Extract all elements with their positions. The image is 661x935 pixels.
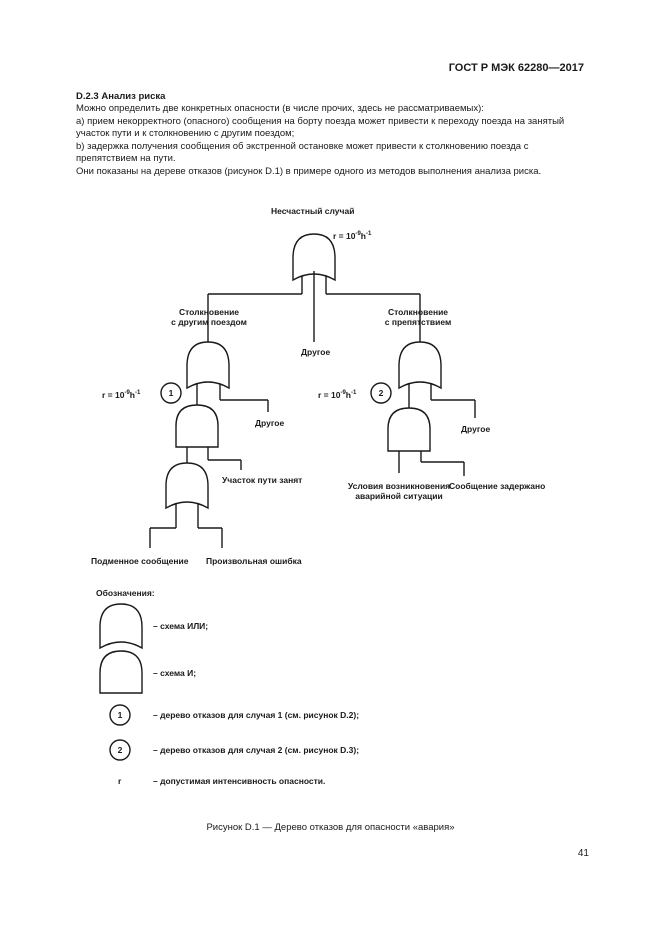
- legend-r-text: – допустимая интенсивность опасности.: [153, 776, 326, 786]
- left-branch-l1: Столкновение: [178, 307, 240, 317]
- left-circle-number: 1: [168, 388, 174, 398]
- fault-tree-ref-1-circle: [160, 382, 182, 404]
- top-event-label: Несчастный случай: [271, 206, 355, 216]
- legend-title: Обозначения:: [96, 588, 155, 598]
- paragraph-c: Они показаны на дереве отказов (рисунок …: [76, 166, 587, 179]
- page-number: 41: [577, 848, 589, 859]
- corrupt-message-label: Подменное сообщение: [91, 556, 189, 566]
- right-and-gate: [387, 407, 431, 452]
- left-branch-l2: с другим поездом: [171, 317, 247, 327]
- legend-circle-1-icon: [109, 704, 131, 726]
- document-header: ГОСТ Р МЭК 62280—2017: [448, 62, 584, 74]
- left-or-gate: [186, 341, 230, 390]
- legend-circle-2-text: – дерево отказов для случая 2 (см. рисун…: [153, 745, 360, 755]
- legend-circle-2-icon: [109, 739, 131, 761]
- paragraph-a-text: a) прием некорректного (опасного) сообще…: [76, 115, 565, 140]
- legend-or-gate-icon: [99, 603, 143, 650]
- right-rate-label: r = 10-9h-1: [318, 388, 356, 400]
- section-title: D.2.3 Анализ риска: [76, 91, 166, 102]
- right-other-label: Другое: [461, 424, 491, 434]
- random-error-label: Произвольная ошибка: [206, 556, 302, 566]
- left-and-gate: [175, 404, 219, 448]
- paragraph-c-text: Они показаны на дереве отказов (рисунок …: [76, 165, 542, 177]
- left-rate-base: r = 10: [102, 389, 125, 400]
- lower-left-or-gate: [165, 462, 209, 510]
- legend-r-symbol: r: [118, 776, 122, 786]
- paragraph-intro: Можно определить две конкретных опасност…: [76, 103, 587, 116]
- paragraph-a: a) прием некорректного (опасного) сообще…: [76, 116, 587, 141]
- top-rate-unit-exp: -1: [366, 231, 372, 237]
- top-rate-base: r = 10: [333, 230, 356, 241]
- legend-and-gate-text: – схема И;: [153, 668, 197, 678]
- top-rate-unit: h: [360, 230, 366, 241]
- paragraph-b: b) задержка получения сообщения об экстр…: [76, 141, 587, 166]
- left-rate-unit-exp: -1: [135, 390, 141, 396]
- left-rate-label: r = 10-9h-1: [102, 388, 140, 400]
- right-rate-base: r = 10: [318, 389, 341, 400]
- paragraph-b-text: b) задержка получения сообщения об экстр…: [76, 140, 529, 165]
- right-rate-exp: -9: [340, 390, 346, 396]
- emergency-l1: Условия возникновения: [347, 481, 451, 491]
- legend-and-gate-icon: [99, 650, 143, 694]
- legend-circle-1-text: – дерево отказов для случая 1 (см. рисун…: [153, 710, 360, 720]
- top-or-gate: [292, 233, 336, 282]
- middle-other-label: Другое: [301, 347, 331, 357]
- right-rate-unit-exp: -1: [351, 390, 357, 396]
- left-rate-unit: h: [129, 389, 135, 400]
- right-or-gate: [398, 341, 442, 390]
- left-rate-exp: -9: [124, 390, 130, 396]
- legend-or-gate-text: – схема ИЛИ;: [153, 621, 209, 631]
- track-occupied-label: Участок пути занят: [222, 475, 303, 485]
- right-branch-l2: с препятствием: [384, 317, 452, 327]
- emergency-l2: аварийной ситуации: [355, 491, 443, 501]
- top-rate-exp: -9: [355, 231, 361, 237]
- paragraph-intro-text: Можно определить две конкретных опасност…: [76, 103, 484, 114]
- fault-tree-ref-2-circle: [370, 382, 392, 404]
- legend-circle-2-number: 2: [117, 745, 123, 755]
- legend-circle-1-number: 1: [117, 710, 123, 720]
- left-other-label: Другое: [255, 418, 285, 428]
- top-rate-label: r = 10-9h-1: [333, 229, 371, 241]
- right-circle-number: 2: [378, 388, 384, 398]
- right-rate-unit: h: [345, 389, 351, 400]
- figure-caption: Рисунок D.1 — Дерево отказов для опаснос…: [206, 822, 455, 833]
- message-delayed-label: Сообщение задержано: [449, 481, 546, 491]
- right-branch-l1: Столкновение: [387, 307, 449, 317]
